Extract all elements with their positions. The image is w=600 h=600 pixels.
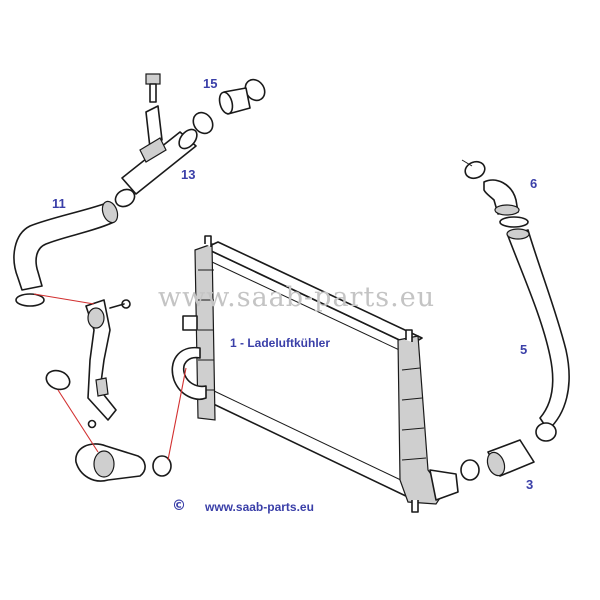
hose-5 [507, 229, 570, 431]
mount-pin-top-left [204, 235, 212, 247]
part-6-elbow [461, 159, 529, 228]
clamp-15-lower [192, 111, 214, 135]
copyright-symbol: © [172, 498, 186, 514]
pipe-lower-left [85, 299, 117, 421]
intercooler-outlet-neck [429, 469, 459, 501]
clamp-5 [535, 422, 557, 442]
clamp-13 [114, 188, 136, 208]
lower-elbow [75, 443, 172, 482]
part-5-hose [506, 228, 570, 442]
bolt-shank [149, 83, 157, 103]
label-part-6: 6 [530, 176, 538, 191]
hose-11 [13, 203, 115, 291]
part-11-hose [13, 200, 119, 307]
label-intercooler: 1 - Ladeluftkühler [230, 336, 331, 350]
clamp-6-lower [499, 216, 529, 228]
intercooler-top-edge [204, 241, 423, 346]
label-part-3: 3 [526, 477, 534, 492]
lower-left-pipe [45, 299, 131, 429]
label-part-13: 13 [181, 167, 196, 182]
clamp-lower-left [45, 369, 71, 391]
intercooler-left-tank [194, 243, 216, 421]
watermark: www.saab-parts.eu [158, 282, 436, 313]
clamp-3 [460, 459, 480, 481]
part-3-coupling [460, 439, 535, 481]
bolt-head [145, 73, 161, 85]
mount-bracket-left [182, 315, 198, 331]
clamp-11 [15, 293, 45, 307]
bolt-small-lower [87, 419, 97, 429]
footer-url[interactable]: www.saab-parts.eu [205, 500, 314, 514]
part-15-coupling [192, 78, 266, 135]
leader-lines [33, 293, 187, 461]
intercooler [171, 235, 459, 513]
clamp-6-upper [464, 160, 486, 180]
bolt-bracket [145, 73, 163, 149]
clamp-elbow [152, 455, 172, 477]
mount-pin-top-right [405, 329, 413, 342]
label-part-5: 5 [520, 342, 528, 357]
intercooler-inlet-neck [171, 346, 207, 400]
mount-pin-bottom [411, 500, 419, 513]
label-part-15: 15 [203, 76, 218, 91]
part-13-pipe [114, 128, 198, 208]
label-part-11: 11 [52, 196, 66, 211]
bracket-plate [145, 105, 163, 149]
